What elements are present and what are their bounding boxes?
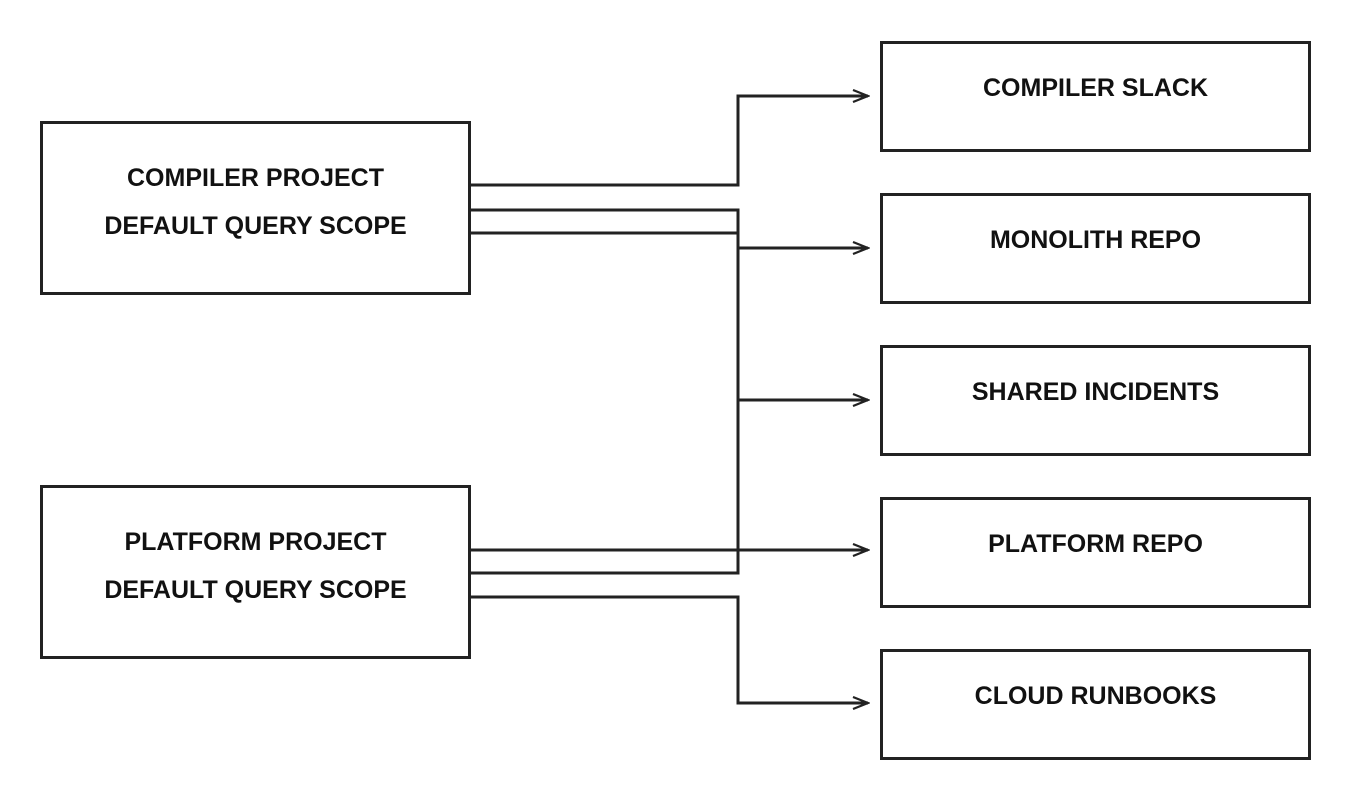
source-box-platform-project: PLATFORM PROJECT DEFAULT QUERY SCOPE	[40, 485, 471, 659]
target-box-platform-repo: PLATFORM REPO	[880, 497, 1311, 608]
source-box-title: PLATFORM PROJECT	[124, 528, 387, 556]
target-box-label: SHARED INCIDENTS	[971, 378, 1220, 406]
connector-platform-project-to-cloud-runbooks	[471, 595, 868, 703]
source-box-compiler-project: COMPILER PROJECT DEFAULT QUERY SCOPE	[40, 121, 471, 295]
connector-compiler-project-to-compiler-slack	[471, 96, 868, 187]
target-box-label: PLATFORM REPO	[988, 530, 1203, 558]
connector-compiler-project-to-monolith-repo	[471, 208, 868, 248]
target-box-label: MONOLITH REPO	[989, 226, 1202, 254]
target-box-shared-incidents: SHARED INCIDENTS	[880, 345, 1311, 456]
connector-compiler-project-to-shared-incidents	[471, 231, 868, 400]
target-box-label: CLOUD RUNBOOKS	[974, 682, 1217, 710]
target-box-cloud-runbooks: CLOUD RUNBOOKS	[880, 649, 1311, 760]
source-box-title: COMPILER PROJECT	[127, 164, 384, 192]
target-box-monolith-repo: MONOLITH REPO	[880, 193, 1311, 304]
source-box-subtitle: DEFAULT QUERY SCOPE	[104, 212, 407, 240]
target-box-label: COMPILER SLACK	[983, 74, 1208, 102]
source-box-subtitle: DEFAULT QUERY SCOPE	[104, 576, 407, 604]
connector-platform-project-to-shared-incidents	[471, 400, 740, 575]
target-box-compiler-slack: COMPILER SLACK	[880, 41, 1311, 152]
